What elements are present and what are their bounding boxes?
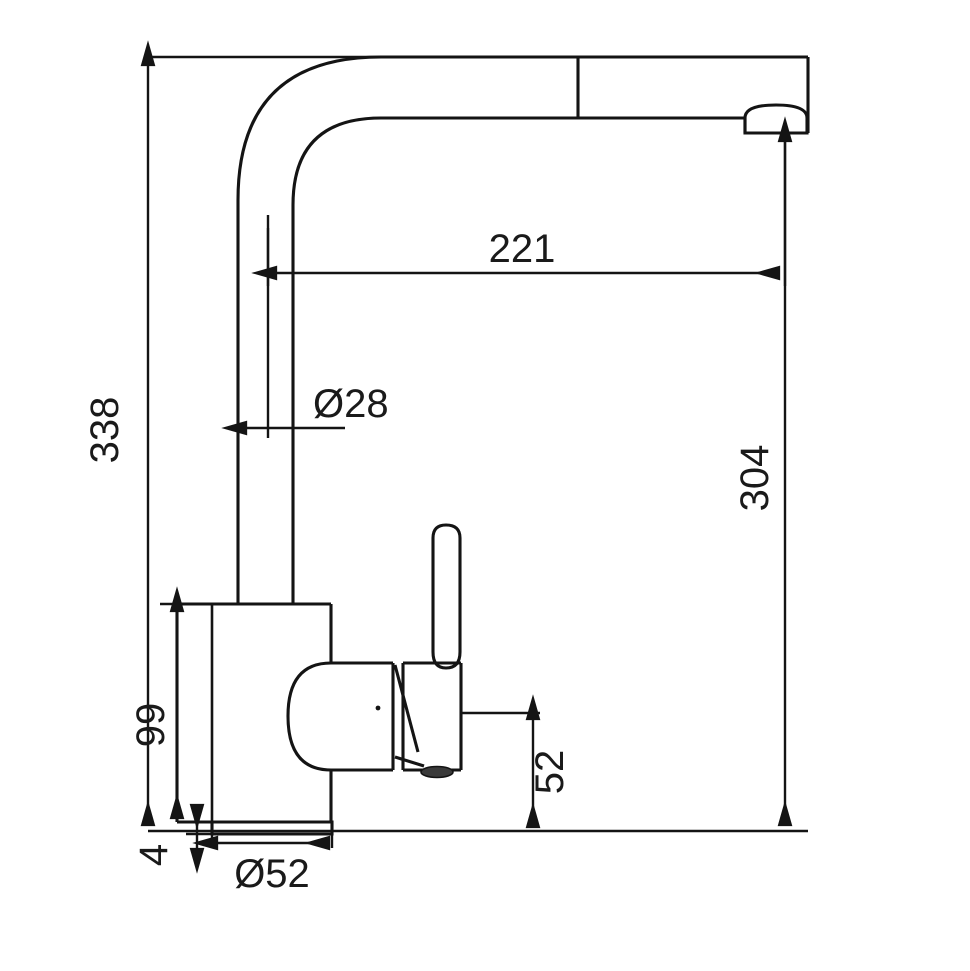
spout-nozzle-dome bbox=[743, 103, 809, 135]
spout-gooseneck bbox=[236, 55, 810, 432]
dimension-base-plate-thickness: 4 bbox=[132, 803, 228, 874]
dimension-spout-outlet-height: 304 bbox=[733, 116, 793, 827]
dimension-label-221: 221 bbox=[489, 227, 556, 271]
dimension-spout-reach: 221 bbox=[251, 140, 787, 286]
dimension-label-304: 304 bbox=[733, 445, 777, 512]
dimension-label-52: 52 bbox=[528, 750, 572, 795]
valve-body bbox=[175, 602, 381, 824]
dimension-handle-clearance: 52 bbox=[461, 694, 572, 829]
dimension-label-d28: Ø28 bbox=[313, 382, 389, 426]
dimension-body-height: 99 bbox=[129, 586, 185, 820]
dimension-label-338: 338 bbox=[83, 397, 127, 464]
dimension-height-overall: 338 bbox=[83, 40, 808, 833]
dimension-label-4: 4 bbox=[132, 844, 176, 866]
dimension-label-d52: Ø52 bbox=[234, 852, 310, 896]
dimension-base-diameter: Ø52 bbox=[192, 834, 334, 896]
riser-tube bbox=[236, 432, 295, 604]
dimension-label-99: 99 bbox=[129, 703, 173, 748]
dimension-riser-diameter: Ø28 bbox=[221, 215, 389, 450]
handle-lever bbox=[393, 523, 463, 779]
handle-pivot-bulge bbox=[286, 661, 395, 772]
